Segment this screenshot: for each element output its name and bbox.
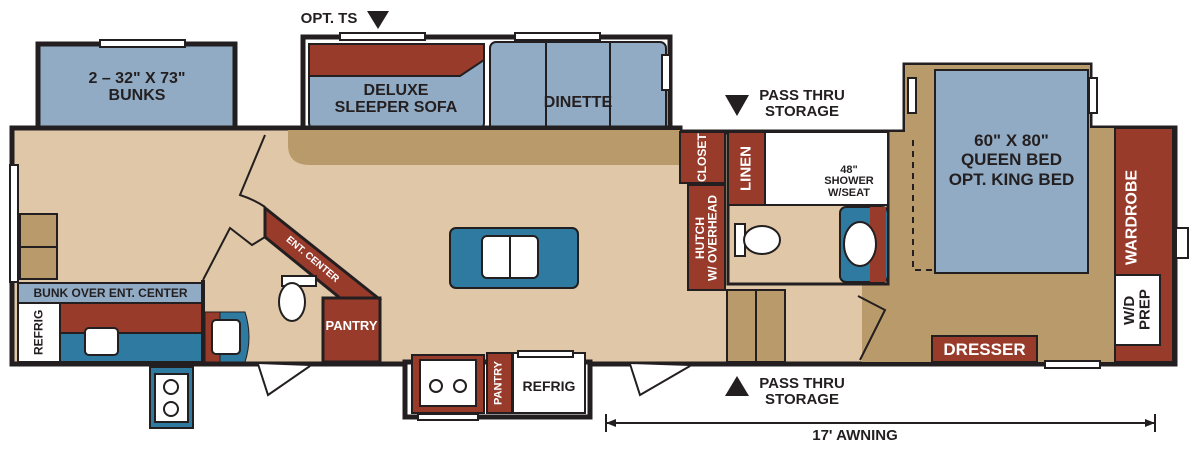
hutch-cabinet	[687, 184, 726, 291]
range	[419, 359, 477, 407]
sofa-label: DELUXE SLEEPER SOFA	[334, 82, 458, 116]
closet-label: CLOSET	[695, 133, 710, 182]
refrig-left-label: REFRIG	[31, 309, 46, 356]
kitchen-sink	[84, 327, 119, 356]
wd-prep-label: W/D PREP	[1120, 289, 1154, 331]
opt-ts-arrow-icon	[367, 11, 389, 29]
dinette-table	[489, 41, 667, 132]
bunks-label: 2 – 32" X 73" BUNKS	[88, 69, 186, 104]
bunk-over-ent-center-label: BUNK OVER ENT. CENTER	[33, 285, 188, 300]
wd-prep	[1114, 274, 1161, 346]
entry-door	[257, 363, 311, 397]
linen-label: LINEN	[737, 146, 755, 191]
pass-thru-storage-bottom-label: PASS THRU STORAGE	[759, 375, 845, 408]
dresser	[931, 335, 1038, 363]
toilet-half-bath	[278, 282, 306, 322]
pass-thru-storage-top-label: PASS THRU STORAGE	[759, 87, 845, 120]
dinette-label: DINETTE	[543, 93, 613, 111]
arrow-down-icon	[725, 95, 749, 116]
closet-cabinet	[679, 131, 726, 184]
awning-label: 17' AWNING	[812, 427, 898, 445]
pantry	[321, 296, 382, 364]
arrow-up-icon	[725, 376, 749, 396]
bed-label: 60" X 80" QUEEN BED OPT. KING BED	[948, 130, 1075, 189]
bath-sink	[211, 319, 241, 355]
shower	[764, 131, 889, 206]
toilet-bath	[743, 225, 781, 255]
hutch-label: HUTCH W/ OVERHEAD	[692, 194, 720, 281]
linen-cabinet	[727, 131, 766, 206]
pantry-bottom-label: PANTRY	[492, 361, 505, 405]
pantry-label: PANTRY	[325, 318, 378, 334]
rear-entry-door	[629, 363, 691, 397]
carpet-strip	[288, 130, 680, 165]
wardrobe-label: WARDROBE	[1123, 169, 1141, 266]
sofa-back	[308, 43, 485, 77]
refrig-bottom-label: REFRIG	[522, 377, 576, 394]
bed	[934, 69, 1089, 274]
opt-ts-label: OPT. TS	[300, 10, 358, 28]
dresser-label: DRESSER	[943, 339, 1026, 359]
shower-label: 48" SHOWER W/SEAT	[824, 163, 874, 199]
